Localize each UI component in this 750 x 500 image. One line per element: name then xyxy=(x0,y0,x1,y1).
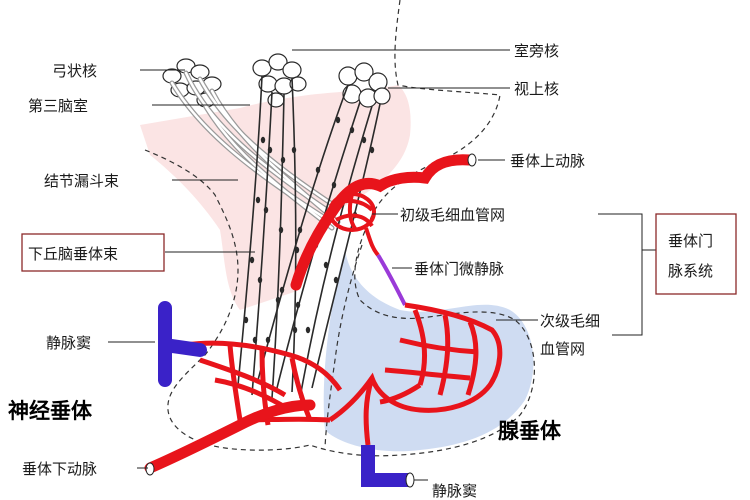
portal-system-box xyxy=(655,213,737,295)
label-inferior-hypophyseal-artery: 垂体下动脉 xyxy=(22,460,97,478)
label-adenohypophysis: 腺垂体 xyxy=(498,419,562,443)
label-portal-venules: 垂体门微静脉 xyxy=(414,260,504,278)
label-secondary-plexus-line1: 次级毛细 xyxy=(540,312,600,330)
label-portal-system-line1: 垂体门 xyxy=(668,232,713,250)
label-neurohypophysis: 神经垂体 xyxy=(8,399,93,423)
label-secondary-plexus-line2: 血管网 xyxy=(540,340,585,358)
anterior-lobe-tissue xyxy=(323,250,534,452)
venous-sinus-bottom-vessel xyxy=(361,445,415,488)
label-arcuate-nucleus: 弓状核 xyxy=(52,62,97,80)
secondary-capillary-plexus xyxy=(328,302,503,446)
text-labels: 弓状核 第三脑室 结节漏斗束 下丘脑垂体束 静脉窦 神经垂体 垂体下动脉 室旁核… xyxy=(8,42,713,500)
label-supraoptic-nucleus: 视上核 xyxy=(514,80,559,98)
supraoptic-nucleus-cells xyxy=(338,62,391,108)
tissue-regions xyxy=(140,0,536,457)
tissue-outline-dashed xyxy=(144,0,536,457)
venous-sinus-left-vessel xyxy=(158,301,207,387)
label-venous-sinus-bottom: 静脉窦 xyxy=(432,482,477,500)
hypothalamo-hypophyseal-axons xyxy=(237,75,381,399)
label-hypothalamo-hypophyseal-tract: 下丘脑垂体束 xyxy=(28,245,118,263)
label-paraventricular-nucleus: 室旁核 xyxy=(514,42,559,60)
superior-hypophyseal-artery xyxy=(290,153,477,291)
label-primary-capillary-plexus: 初级毛细血管网 xyxy=(400,206,505,224)
hypothalamo-hypophyseal-tract-box xyxy=(21,233,165,272)
label-portal-system-line2: 脉系统 xyxy=(668,262,713,280)
paraventricular-nucleus-cells xyxy=(252,53,307,108)
primary-capillary-plexus xyxy=(328,192,380,257)
neurons xyxy=(162,53,391,399)
portal-venule xyxy=(376,253,407,306)
label-third-ventricle: 第三脑室 xyxy=(28,97,88,115)
inferior-hypophyseal-artery xyxy=(144,399,316,476)
label-tuberoinfundibular-tract: 结节漏斗束 xyxy=(44,172,119,190)
blood-vessels xyxy=(144,153,503,488)
lobe-divider-dashed xyxy=(324,244,363,449)
label-superior-hypophyseal-artery: 垂体上动脉 xyxy=(510,152,585,170)
leader-lines xyxy=(108,49,656,481)
hypothalamus-tissue xyxy=(140,85,411,310)
axon-varicosities xyxy=(243,116,375,344)
portal-system-bracket xyxy=(598,213,656,336)
label-venous-sinus-left: 静脉窦 xyxy=(46,334,91,352)
